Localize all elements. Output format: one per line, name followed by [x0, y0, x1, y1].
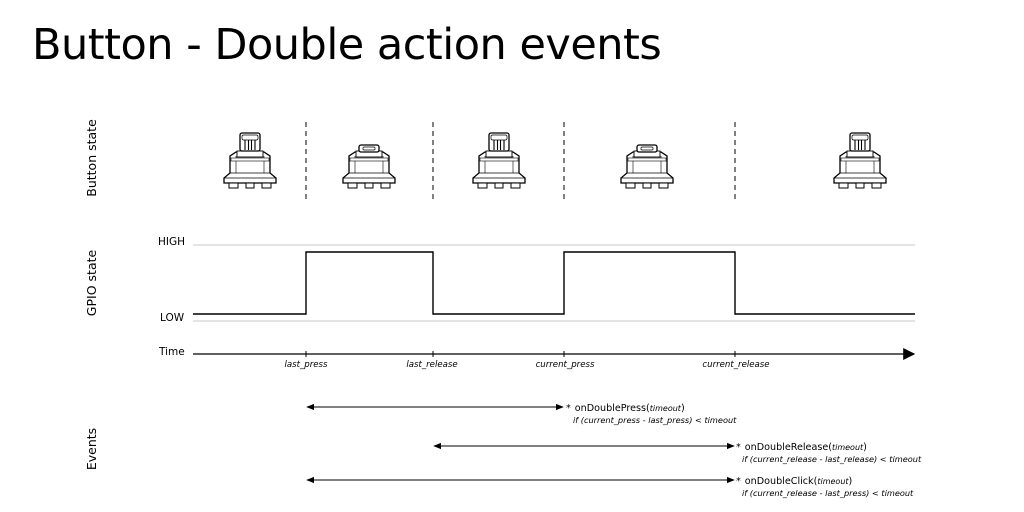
button-pressed-icon — [342, 144, 396, 189]
button-released-icon — [833, 132, 887, 189]
event-double-release: *onDoubleRelease(timeout) if (current_re… — [433, 442, 922, 464]
event-name: *onDoublePress(timeout) — [566, 403, 685, 414]
event-condition: if (current_release - last_press) < time… — [742, 488, 914, 498]
row-label-events: Events — [84, 428, 99, 470]
state-separators — [305, 122, 736, 200]
page-title: Button - Double action events — [32, 20, 662, 70]
button-released-icon — [472, 132, 526, 189]
tick-label-current-release: current_release — [702, 360, 769, 370]
button-released-icon — [223, 132, 277, 189]
row-label-gpio-state: GPIO state — [84, 249, 99, 316]
gpio-high-label: HIGH — [158, 236, 185, 248]
event-name: *onDoubleRelease(timeout) — [736, 442, 867, 453]
row-label-button-state: Button state — [84, 119, 99, 197]
event-name: *onDoubleClick(timeout) — [736, 476, 852, 487]
event-condition: if (current_press - last_press) < timeou… — [573, 415, 737, 425]
tick-label-last-release: last_release — [406, 360, 457, 370]
time-axis-label: Time — [158, 346, 185, 358]
event-double-click: *onDoubleClick(timeout) if (current_rele… — [306, 476, 914, 498]
gpio-waveform — [193, 251, 915, 315]
event-double-press: *onDoublePress(timeout) if (current_pres… — [306, 403, 737, 425]
tick-label-current-press: current_press — [536, 360, 595, 370]
time-ticks — [305, 351, 736, 357]
gpio-low-label: LOW — [160, 312, 185, 324]
event-condition: if (current_release - last_release) < ti… — [742, 454, 922, 464]
tick-label-last-press: last_press — [284, 360, 328, 370]
button-pressed-icon — [620, 144, 674, 189]
button-states — [223, 132, 887, 189]
